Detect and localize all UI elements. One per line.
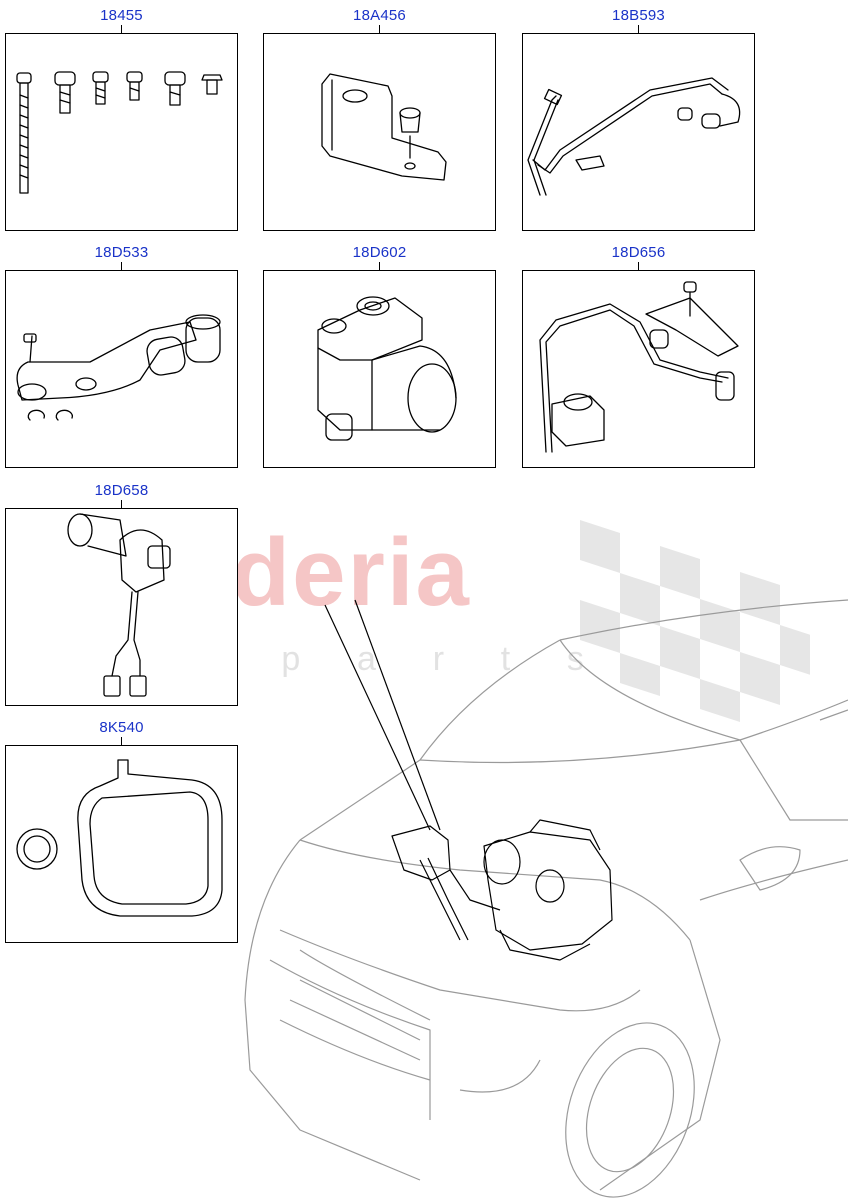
part-panel-8K540[interactable] [5, 745, 238, 943]
part-label-18D656[interactable]: 18D656 [611, 244, 666, 261]
pipe-assembly-icon [527, 77, 741, 196]
bracket-icon [321, 73, 447, 181]
tube-bracket-icon [539, 281, 739, 453]
part-panel-18B593[interactable] [522, 33, 755, 231]
part-panel-18D658[interactable] [5, 508, 238, 706]
watermark-letter: a [357, 640, 376, 678]
heater-pump-icon [317, 296, 457, 441]
part-panel-18D656[interactable] [522, 270, 755, 468]
car-icon [244, 599, 848, 1198]
valve-harness-icon [67, 513, 171, 697]
watermark-letter: r [432, 640, 445, 678]
part-label-18A456[interactable]: 18A456 [353, 7, 406, 24]
part-panel-18D533[interactable] [5, 270, 238, 468]
part-label-8K540[interactable]: 8K540 [99, 719, 144, 736]
watermark-letter: p [281, 640, 301, 678]
part-label-18B593[interactable]: 18B593 [612, 7, 665, 24]
part-label-18D658[interactable]: 18D658 [94, 482, 149, 499]
part-panel-18455[interactable] [5, 33, 238, 231]
watermark-letter: t [500, 640, 511, 678]
coolant-hose-icon [16, 314, 221, 421]
heater-module-icon [324, 599, 613, 961]
part-label-18455[interactable]: 18455 [100, 7, 143, 24]
part-label-18D602[interactable]: 18D602 [352, 244, 407, 261]
part-panel-18A456[interactable] [263, 33, 496, 231]
part-label-18D533[interactable]: 18D533 [94, 244, 149, 261]
seal-gasket-icon [16, 759, 223, 917]
bolts-set-icon [16, 71, 223, 194]
